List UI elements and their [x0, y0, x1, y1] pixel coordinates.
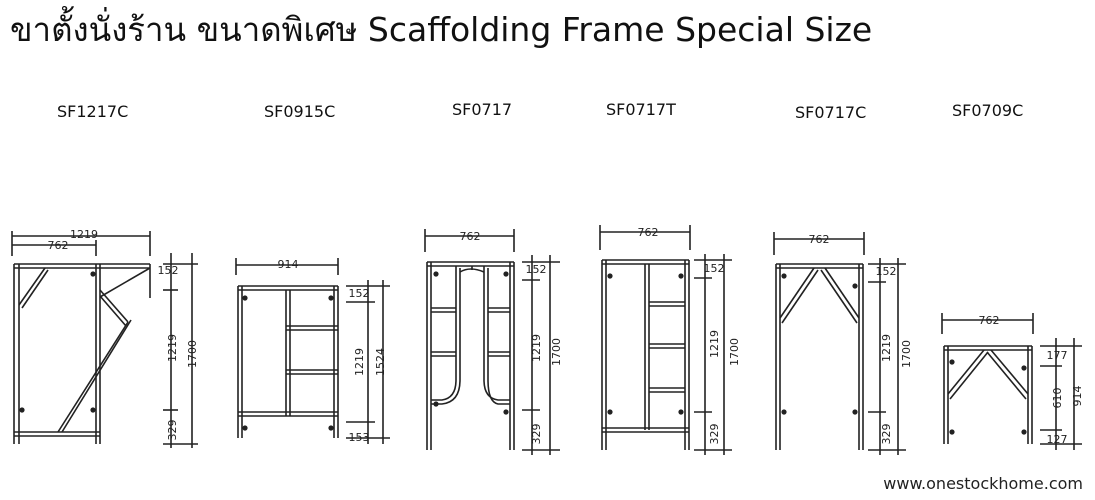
frame-sf0717 — [424, 229, 560, 455]
dim-total-height: 1700 — [550, 338, 563, 366]
model-label-sf1217c: SF1217C — [57, 102, 129, 121]
dim-width: 762 — [979, 314, 1000, 327]
dim-middle: 1219 — [530, 334, 543, 362]
frame-sf1217c — [11, 231, 198, 448]
dim-top: 152 — [158, 264, 179, 277]
website-url: www.onestockhome.com — [883, 474, 1083, 493]
dim-width: 762 — [460, 230, 481, 243]
frame-sf0717t — [599, 225, 732, 455]
dim-bottom: 329 — [166, 420, 179, 441]
dim-middle: 1219 — [166, 334, 179, 362]
dim-total-height: 1700 — [900, 340, 913, 368]
dim-total-height: 1700 — [728, 338, 741, 366]
dim-width-inner: 762 — [48, 239, 69, 252]
dim-top: 152 — [704, 262, 725, 275]
dim-top: 152 — [349, 287, 370, 300]
dim-top: 177 — [1047, 349, 1068, 362]
dim-top: 152 — [526, 263, 547, 276]
frame-sf0915c — [235, 258, 390, 444]
dim-bottom: 329 — [880, 424, 893, 445]
dim-middle: 1219 — [708, 330, 721, 358]
model-label-sf0915c: SF0915C — [264, 102, 336, 121]
dim-width-outer: 1219 — [70, 228, 98, 241]
dim-bottom: 153 — [349, 431, 370, 444]
page-title: ขาตั้งนั่งร้าน ขนาดพิเศษ Scaffolding Fra… — [10, 10, 873, 49]
dim-total-height: 1524 — [374, 348, 387, 376]
model-label-sf0717: SF0717 — [452, 100, 513, 119]
dim-middle: 1219 — [880, 334, 893, 362]
dim-width: 762 — [638, 226, 659, 239]
dim-total-height: 1700 — [186, 340, 199, 368]
dim-width: 914 — [278, 258, 299, 271]
dim-top: 152 — [876, 265, 897, 278]
dim-middle: 1219 — [353, 348, 366, 376]
model-label-sf0717t: SF0717T — [606, 100, 676, 119]
dim-bottom: 127 — [1047, 433, 1068, 446]
dim-width: 762 — [809, 233, 830, 246]
dim-total-height: 914 — [1071, 386, 1084, 407]
dim-bottom: 329 — [530, 424, 543, 445]
dim-middle: 610 — [1051, 388, 1064, 409]
dim-bottom: 329 — [708, 424, 721, 445]
model-label-sf0717c: SF0717C — [795, 103, 867, 122]
model-label-sf0709c: SF0709C — [952, 101, 1024, 120]
frame-sf0717c — [773, 232, 906, 455]
frame-sf0709c — [941, 313, 1082, 450]
